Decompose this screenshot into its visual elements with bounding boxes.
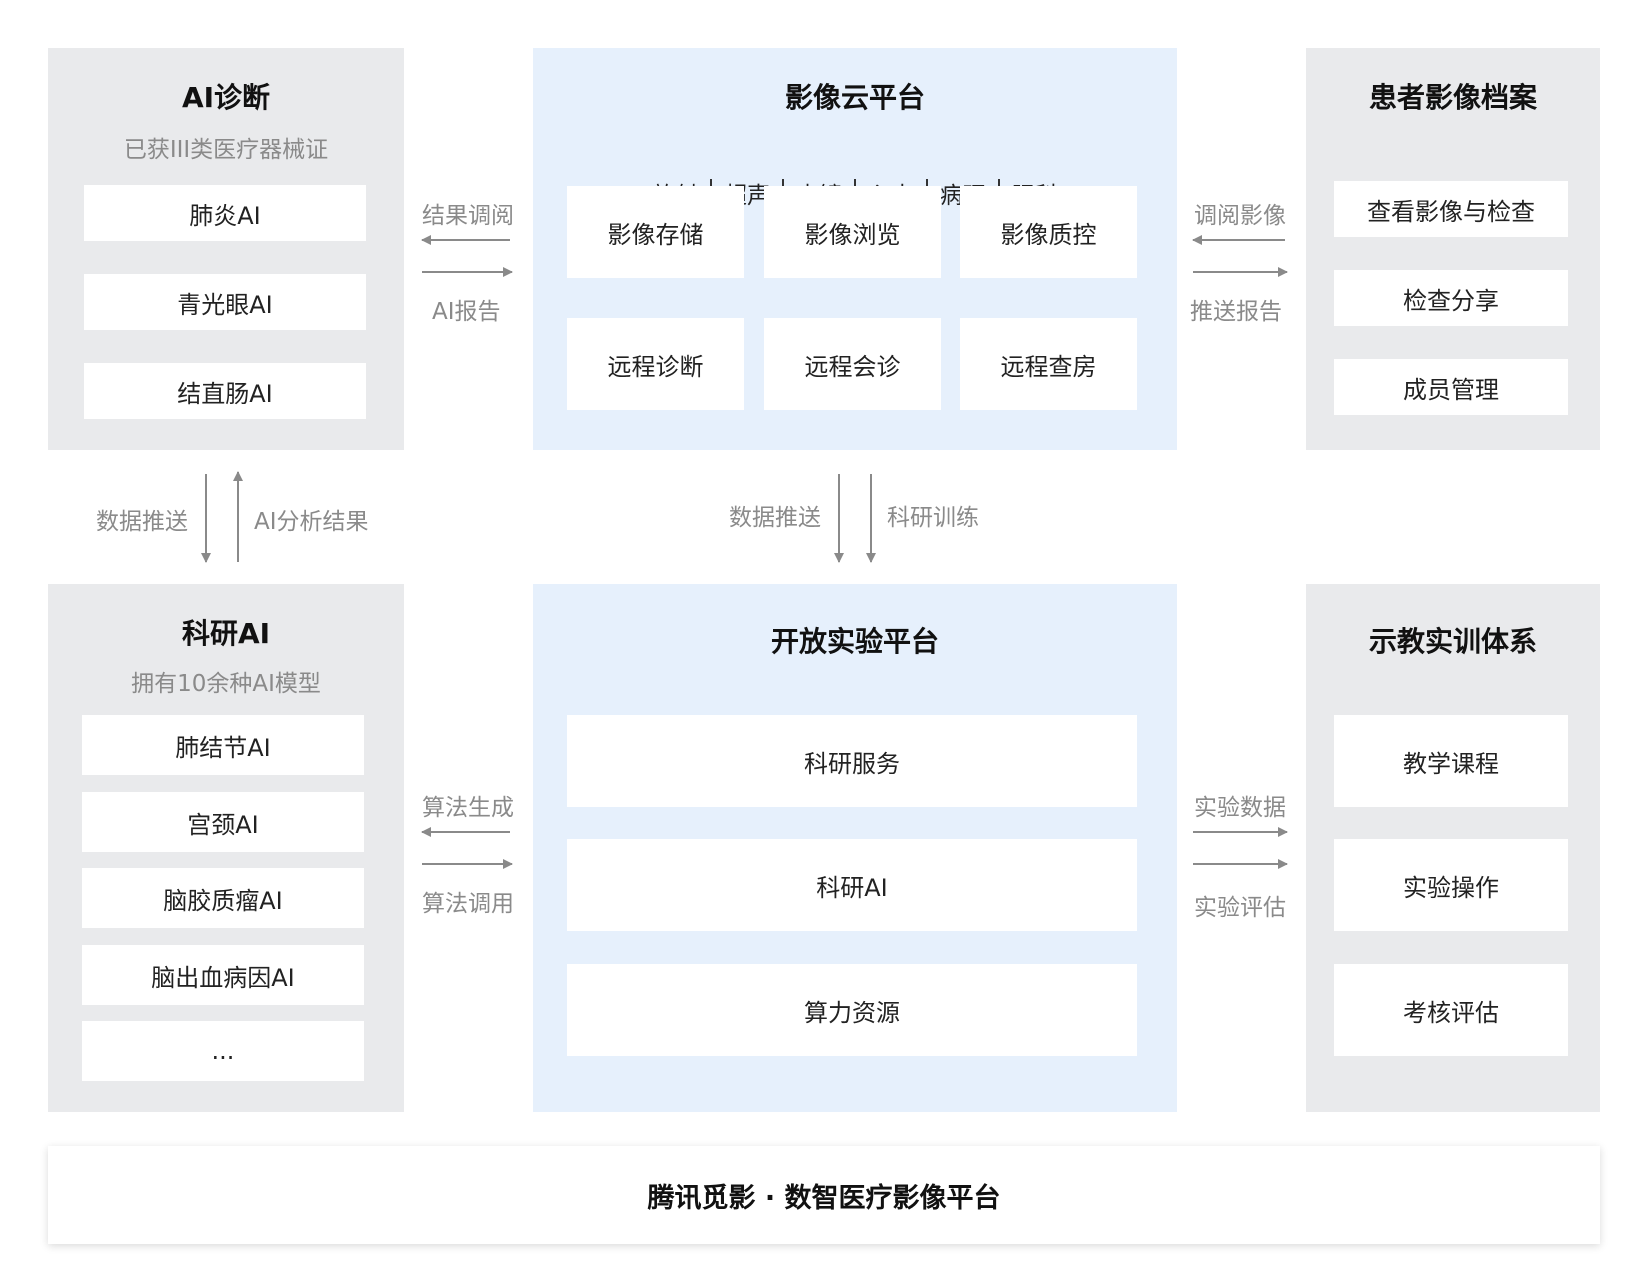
cloud-service-box[interactable]: 影像浏览	[764, 186, 941, 278]
connector-label: 数据推送	[96, 509, 188, 535]
research-ai-item[interactable]: 脑胶质瘤AI	[82, 868, 364, 928]
open-lab-title: 开放实验平台	[770, 625, 939, 658]
connector-label: 实验数据	[1194, 795, 1286, 821]
ai-diagnosis-panel: AI诊断 已获III类医疗器械证 肺炎AI 青光眼AI 结直肠AI	[48, 48, 404, 450]
connector-label: 结果调阅	[422, 203, 514, 229]
cloud-service-box[interactable]: 远程会诊	[764, 318, 941, 410]
open-lab-item[interactable]: 科研AI	[567, 839, 1137, 931]
imaging-cloud-title: 影像云平台	[784, 81, 925, 114]
imaging-cloud-panel: 影像云平台 放射 超声 内镜 心电 病理 眼科 影像存储 影像浏览 影像质控 远…	[533, 48, 1177, 450]
ai-diagnosis-item[interactable]: 结直肠AI	[84, 363, 366, 419]
research-ai-panel: 科研AI 拥有10余种AI模型 肺结节AI 宫颈AI 脑胶质瘤AI 脑出血病因A…	[48, 584, 404, 1112]
research-ai-item[interactable]: 肺结节AI	[82, 715, 364, 775]
cloud-service-box[interactable]: 远程查房	[960, 318, 1137, 410]
patient-archive-panel: 患者影像档案 查看影像与检查 检查分享 成员管理	[1306, 48, 1600, 450]
connector-label: 推送报告	[1190, 299, 1282, 325]
connector-label: 实验评估	[1194, 895, 1286, 921]
patient-archive-item[interactable]: 成员管理	[1334, 359, 1568, 415]
open-lab-panel: 开放实验平台 科研服务 科研AI 算力资源	[533, 584, 1177, 1112]
connector-label: 调阅影像	[1194, 203, 1286, 229]
teaching-title: 示教实训体系	[1368, 625, 1537, 658]
connector-label: AI报告	[432, 299, 501, 325]
research-ai-subtitle: 拥有10余种AI模型	[131, 671, 321, 697]
teaching-panel: 示教实训体系 教学课程 实验操作 考核评估	[1306, 584, 1600, 1112]
open-lab-item[interactable]: 算力资源	[567, 964, 1137, 1056]
platform-footer: 腾讯觅影 · 数智医疗影像平台	[48, 1146, 1600, 1244]
connector-label: 算法调用	[422, 891, 514, 917]
ai-diagnosis-title: AI诊断	[181, 81, 271, 114]
patient-archive-item[interactable]: 查看影像与检查	[1334, 181, 1568, 237]
ai-diagnosis-item[interactable]: 青光眼AI	[84, 274, 366, 330]
research-ai-item[interactable]: 脑出血病因AI	[82, 945, 364, 1005]
patient-archive-title: 患者影像档案	[1368, 81, 1537, 114]
ai-diagnosis-item[interactable]: 肺炎AI	[84, 185, 366, 241]
connector-label: 算法生成	[422, 795, 514, 821]
patient-archive-item[interactable]: 检查分享	[1334, 270, 1568, 326]
connector-label: 数据推送	[729, 505, 821, 531]
open-lab-item[interactable]: 科研服务	[567, 715, 1137, 807]
connector-label: 科研训练	[887, 505, 979, 531]
research-ai-title: 科研AI	[181, 617, 271, 650]
ai-diagnosis-subtitle: 已获III类医疗器械证	[123, 137, 329, 163]
cloud-service-box[interactable]: 远程诊断	[567, 318, 744, 410]
teaching-item[interactable]: 考核评估	[1334, 964, 1568, 1056]
cloud-service-box[interactable]: 影像存储	[567, 186, 744, 278]
teaching-item[interactable]: 教学课程	[1334, 715, 1568, 807]
research-ai-more[interactable]: ...	[82, 1021, 364, 1081]
research-ai-item[interactable]: 宫颈AI	[82, 792, 364, 852]
cloud-service-box[interactable]: 影像质控	[960, 186, 1137, 278]
connector-label: AI分析结果	[254, 509, 369, 535]
teaching-item[interactable]: 实验操作	[1334, 839, 1568, 931]
